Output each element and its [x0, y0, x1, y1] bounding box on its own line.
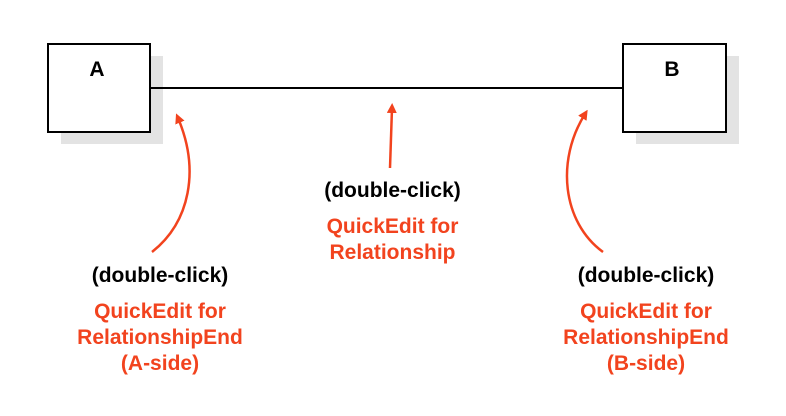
annotation-left-target-line: QuickEdit for — [94, 300, 226, 323]
annotation-left-target-line: (A-side) — [120, 352, 200, 375]
annotation-right-target: QuickEdit for RelationshipEnd (B-side) — [526, 299, 766, 377]
annotation-middle: (double-click) QuickEdit for Relationshi… — [275, 178, 510, 266]
annotation-right-action: (double-click) — [577, 264, 715, 287]
annotation-left-target-line: RelationshipEnd — [77, 326, 243, 349]
annotation-right-target-line: (B-side) — [606, 352, 686, 375]
annotation-right-target-line: RelationshipEnd — [563, 326, 729, 349]
arrow-to-relationship — [386, 103, 397, 169]
arrow-to-a-end — [151, 113, 191, 253]
annotation-middle-target-line: QuickEdit for — [326, 215, 459, 238]
annotation-middle-target: QuickEdit for Relationship — [275, 214, 510, 266]
arrow-to-b-end — [565, 109, 604, 254]
annotation-middle-target-line: Relationship — [329, 241, 456, 264]
annotation-middle-action: (double-click) — [324, 179, 461, 202]
annotation-left-target: QuickEdit for RelationshipEnd (A-side) — [40, 299, 280, 377]
box-b-label: B — [664, 58, 680, 81]
annotation-right-target-line: QuickEdit for — [580, 300, 712, 323]
box-a-label: A — [89, 58, 105, 81]
annotation-left-action: (double-click) — [91, 264, 229, 287]
annotation-left: (double-click) QuickEdit for Relationshi… — [40, 263, 280, 377]
box-a[interactable] — [47, 43, 151, 133]
annotation-right: (double-click) QuickEdit for Relationshi… — [526, 263, 766, 377]
